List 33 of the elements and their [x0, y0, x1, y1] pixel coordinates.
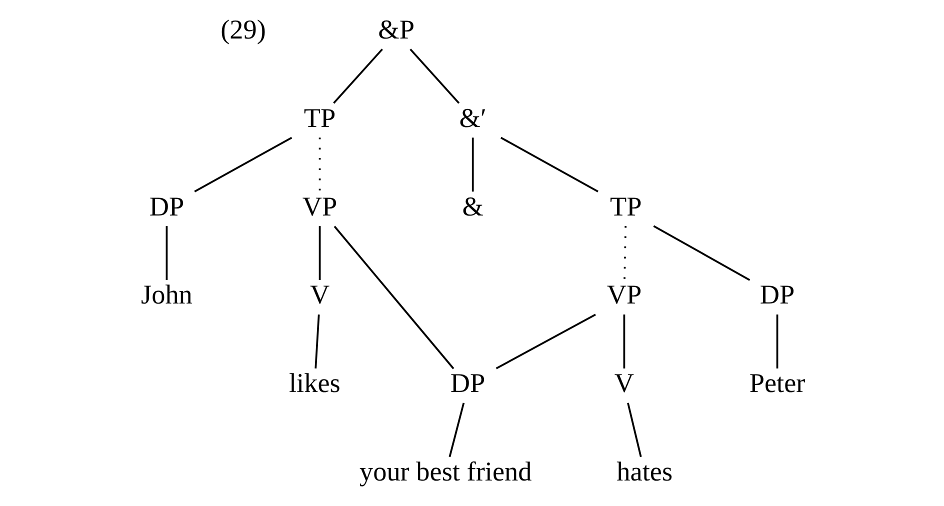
node-text: TP: [304, 102, 336, 133]
node-text: V: [310, 280, 330, 310]
node-text: DP: [450, 368, 486, 398]
node-text: VP: [302, 191, 338, 222]
node-text: hates: [616, 456, 673, 487]
connector: [194, 136, 292, 192]
connector: [410, 48, 460, 104]
connector: [496, 314, 596, 370]
connector: [623, 314, 626, 368]
node-text: DP: [760, 280, 795, 310]
connector: [627, 402, 642, 458]
label: (29): [220, 14, 266, 44]
connector: [166, 226, 168, 280]
node-text: &: [462, 191, 484, 222]
node-text: TP: [610, 191, 642, 222]
connector: [448, 402, 465, 458]
connector: [318, 226, 321, 280]
node-text: Peter: [749, 368, 806, 398]
connector: [333, 48, 383, 104]
node-text: V: [614, 368, 634, 398]
connector: [653, 225, 750, 281]
node-text: your best friend: [360, 456, 532, 487]
node-text: DP: [149, 191, 184, 222]
node-text: likes: [288, 368, 340, 398]
node-text: &′: [459, 102, 486, 133]
connector: [314, 314, 320, 369]
connector: [472, 138, 474, 192]
connector: [776, 314, 778, 368]
connector: [334, 226, 454, 370]
node-text: VP: [606, 280, 642, 310]
connector: [500, 136, 598, 192]
node-text: &P: [378, 14, 414, 44]
node-text: John: [141, 280, 192, 310]
